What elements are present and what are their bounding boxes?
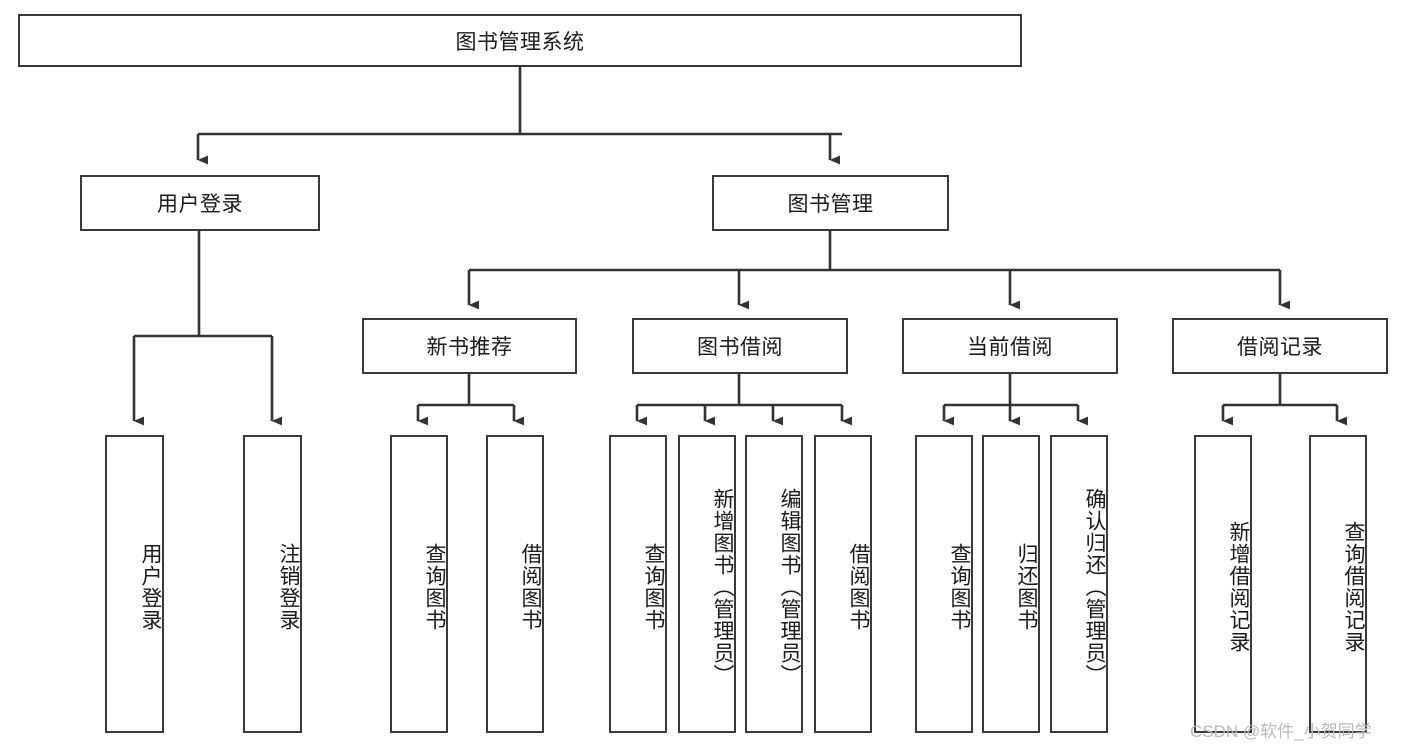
leaf-current-return-book[interactable]: 归还图书	[982, 435, 1040, 733]
node-current-borrow[interactable]: 当前借阅	[902, 318, 1118, 374]
leaf-borrow-add-book-admin[interactable]: 新增图书（管理员）	[678, 435, 736, 733]
leaf-current-query-book[interactable]: 查询图书	[915, 435, 973, 733]
leaf-record-add-borrow-record[interactable]: 新增借阅记录	[1194, 435, 1252, 733]
leaf-borrow-query-book[interactable]: 查询图书	[609, 435, 667, 733]
leaf-current-confirm-return-admin[interactable]: 确认归还（管理员）	[1050, 435, 1108, 733]
node-book-borrow[interactable]: 图书借阅	[632, 318, 848, 374]
node-new-book-recommend[interactable]: 新书推荐	[362, 318, 577, 374]
node-root-system[interactable]: 图书管理系统	[18, 14, 1022, 67]
node-user-login[interactable]: 用户登录	[80, 175, 320, 231]
leaf-borrow-edit-book-admin[interactable]: 编辑图书（管理员）	[745, 435, 803, 733]
leaf-recommend-borrow-book[interactable]: 借阅图书	[486, 435, 544, 733]
leaf-record-query-borrow-record[interactable]: 查询借阅记录	[1309, 435, 1367, 733]
leaf-user-login-signout[interactable]: 注销登录	[243, 435, 302, 733]
node-borrow-record[interactable]: 借阅记录	[1172, 318, 1388, 374]
csdn-watermark: CSDN @软件_小贺同学	[1190, 722, 1372, 741]
leaf-recommend-query-book[interactable]: 查询图书	[390, 435, 448, 733]
node-book-management[interactable]: 图书管理	[712, 175, 949, 231]
leaf-borrow-borrow-book[interactable]: 借阅图书	[814, 435, 872, 733]
leaf-user-login-signin[interactable]: 用户登录	[105, 435, 164, 733]
